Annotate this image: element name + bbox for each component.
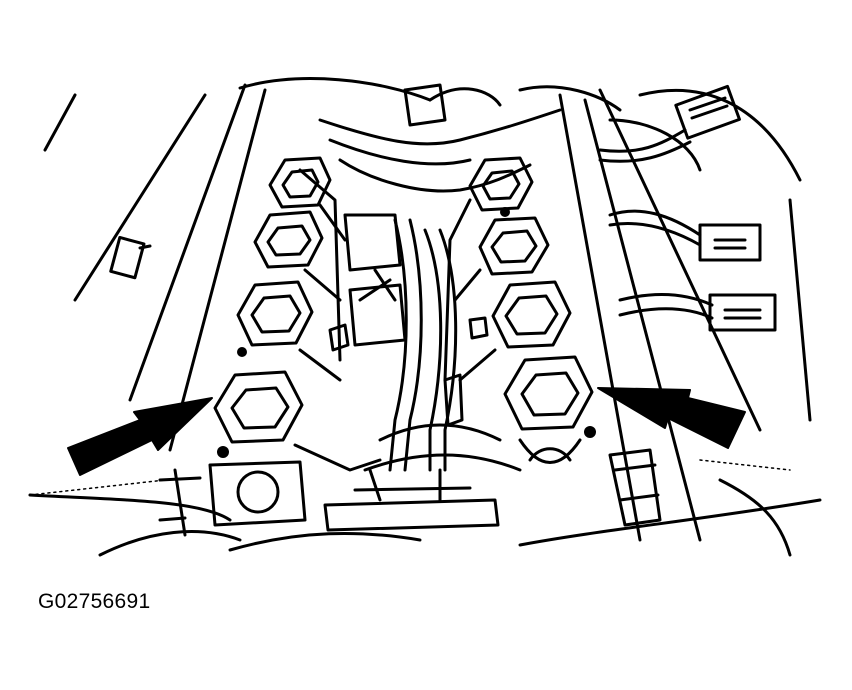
- right-gasket-4: [503, 355, 594, 431]
- left-gasket-4: [213, 370, 304, 444]
- right-connector-3: [618, 293, 777, 332]
- left-gasket-3: [236, 280, 314, 347]
- callout-arrows: [67, 387, 746, 476]
- figure-id-label: G02756691: [38, 590, 151, 613]
- right-connector-2: [608, 209, 762, 262]
- left-port-gaskets: [213, 156, 382, 472]
- left-gasket-2: [253, 210, 324, 269]
- upper-cover: [318, 83, 562, 193]
- lower-throttle-body: [158, 447, 662, 537]
- engine-intake-diagram: [28, 77, 822, 557]
- reference-lines: [29, 459, 791, 496]
- engine-outline: [28, 77, 822, 557]
- right-gasket-2: [478, 216, 550, 276]
- right-connector-1: [598, 84, 741, 163]
- left-callout-arrow: [67, 397, 213, 476]
- right-gasket-3: [491, 280, 572, 349]
- right-port-gaskets: [443, 156, 594, 464]
- left-gasket-1: [268, 156, 332, 209]
- right-callout-arrow: [597, 387, 746, 449]
- left-hose-connector: [109, 235, 152, 280]
- center-manifold: [328, 213, 522, 472]
- bolt-markers: [217, 207, 596, 458]
- right-gasket-1: [468, 156, 534, 212]
